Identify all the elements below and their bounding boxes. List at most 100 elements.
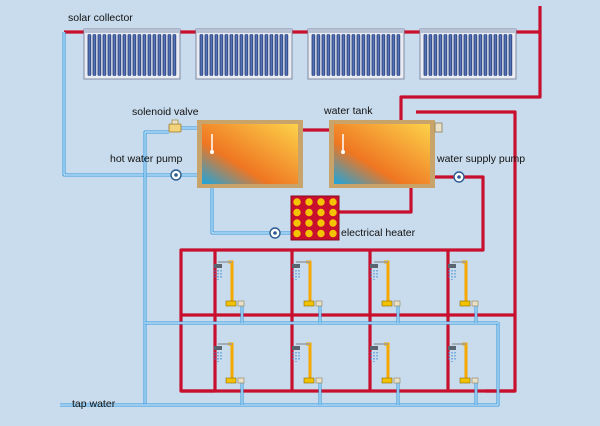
mixer-valve-handle [237, 300, 245, 307]
vacuum-tube [107, 34, 112, 76]
thermometer-bulb-icon [341, 150, 345, 154]
shower-head-icon [292, 346, 300, 350]
shower-head-icon [214, 346, 222, 350]
shower-outlet [370, 342, 401, 384]
vacuum-tube [279, 34, 284, 76]
vacuum-tube [326, 34, 331, 76]
vacuum-tube [254, 34, 259, 76]
shower-outlet [214, 260, 245, 307]
mixer-valve [225, 300, 237, 307]
vacuum-tube [102, 34, 107, 76]
water-spray-icon [214, 352, 222, 362]
vacuum-tube [219, 34, 224, 76]
vacuum-tube [264, 34, 269, 76]
solar-collector-panel [83, 28, 181, 80]
heater-element [305, 208, 313, 217]
vacuum-tube [269, 34, 274, 76]
vacuum-tube [234, 34, 239, 76]
primary-tank [197, 120, 303, 188]
mixer-valve-handle [315, 377, 323, 384]
vacuum-tube [483, 34, 488, 76]
collector-header [84, 29, 180, 33]
water-spray-icon [214, 270, 222, 280]
shower-outlet [370, 260, 401, 307]
heater-element [329, 208, 337, 217]
vacuum-tube [386, 34, 391, 76]
collector-header [420, 29, 516, 33]
circulation-pump [269, 227, 281, 239]
vacuum-tube [132, 34, 137, 76]
label-water-tank: water tank [323, 105, 373, 117]
vacuum-tube [137, 34, 142, 76]
water-spray-icon [448, 352, 456, 362]
valve-actuator [171, 119, 179, 125]
label-hot-water-pump: hot water pump [110, 153, 183, 165]
vacuum-tube [376, 34, 381, 76]
vacuum-tube [87, 34, 92, 76]
water-spray-icon [370, 352, 378, 362]
vacuum-tube [224, 34, 229, 76]
vacuum-tube [371, 34, 376, 76]
shower-head-icon [370, 346, 378, 350]
water-supply-pump [453, 171, 465, 183]
solenoid-valve [168, 119, 182, 133]
vacuum-tube [493, 34, 498, 76]
vacuum-tube [167, 34, 172, 76]
vacuum-tube [244, 34, 249, 76]
vacuum-tube [458, 34, 463, 76]
vacuum-tube [356, 34, 361, 76]
vacuum-tube [147, 34, 152, 76]
water-spray-icon [292, 270, 300, 280]
pump-rotor-icon [273, 231, 277, 235]
vacuum-tube [351, 34, 356, 76]
vacuum-tube [204, 34, 209, 76]
vacuum-tube [321, 34, 326, 76]
heater-element [317, 229, 325, 238]
vacuum-tube [259, 34, 264, 76]
vacuum-tube [438, 34, 443, 76]
vacuum-tube [97, 34, 102, 76]
heater-element [329, 219, 337, 227]
heater-element [317, 219, 325, 227]
vacuum-tube [463, 34, 468, 76]
cold-water-pipe-highlight [144, 131, 169, 405]
shower-pipe [228, 342, 234, 380]
vacuum-tube [381, 34, 386, 76]
mixer-valve [381, 300, 393, 307]
vacuum-tube [488, 34, 493, 76]
shower-pipe [384, 342, 390, 380]
valve-body [168, 123, 182, 133]
vacuum-tube [478, 34, 483, 76]
label-tap-water: tap water [72, 398, 116, 410]
vacuum-tube [428, 34, 433, 76]
hot-water-pipe [64, 6, 542, 34]
label-water-supply-pump: water supply pump [436, 153, 525, 165]
collector-header [308, 29, 404, 33]
vacuum-tube [433, 34, 438, 76]
vacuum-tube [157, 34, 162, 76]
vacuum-tube [274, 34, 279, 76]
shower-head-icon [214, 264, 222, 268]
mixer-valve-handle [237, 377, 245, 384]
cold-water-pipe [210, 184, 291, 235]
vacuum-tube [331, 34, 336, 76]
heater-element [293, 198, 301, 206]
heater-element [293, 229, 301, 238]
shower-pipe [306, 260, 312, 303]
shower-outlet [292, 342, 323, 384]
label-solar-collector: solar collector [68, 12, 133, 24]
water-spray-icon [448, 270, 456, 280]
heater-element [329, 229, 337, 238]
hot-water-pump [170, 169, 182, 181]
vacuum-tube [316, 34, 321, 76]
mixer-valve-handle [315, 300, 323, 307]
water-tank-body [334, 124, 430, 184]
shower-outlet [448, 260, 479, 307]
vacuum-tube [508, 34, 513, 76]
vacuum-tube [361, 34, 366, 76]
solar-collector-array [83, 28, 517, 80]
heater-element [305, 219, 313, 227]
heater-element [293, 208, 301, 217]
heater-element [293, 219, 301, 227]
